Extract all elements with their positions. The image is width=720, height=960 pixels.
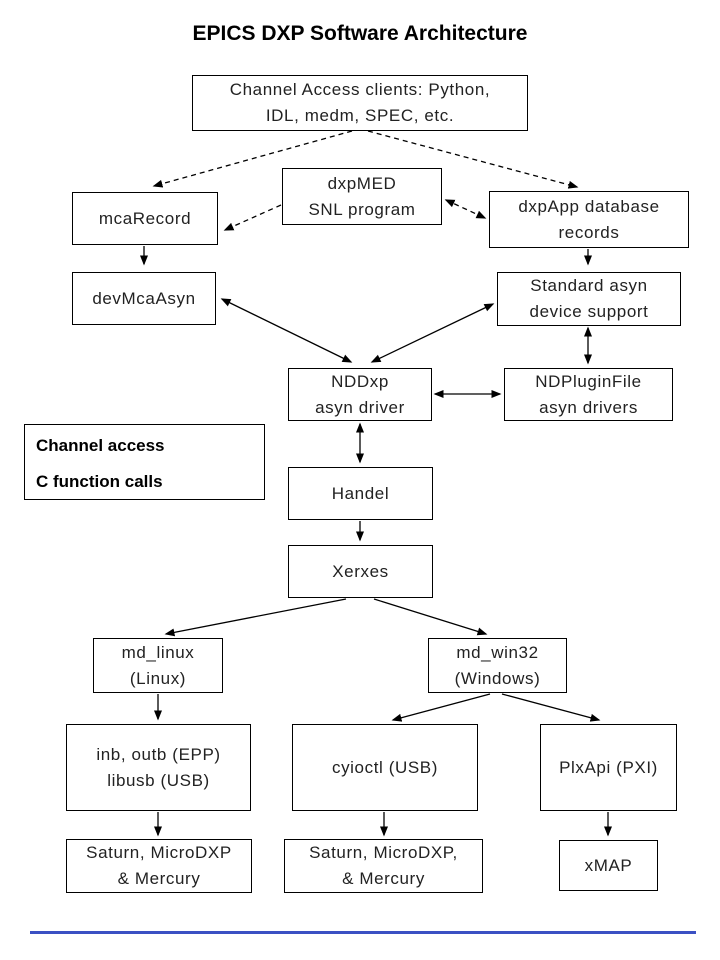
node-label: NDPluginFile (535, 371, 642, 391)
node-label: & Mercury (342, 869, 425, 888)
node-label: inb, outb (EPP) (96, 744, 221, 764)
node-label: mcaRecord (98, 208, 192, 228)
node-label: (Linux) (129, 668, 187, 688)
node-label: cyioctl (USB) (331, 757, 439, 777)
arrow-dxpmed-dxpapp (444, 199, 487, 219)
diagram-title: EPICS DXP Software Architecture (192, 22, 528, 45)
arrow-caclients-to-mcarecord (152, 130, 353, 188)
node-dxpmed: dxpMED SNL program (282, 168, 442, 225)
node-std-asyn: Standard asyn device support (497, 272, 681, 326)
node-saturn-linux: Saturn, MicroDXP & Mercury (66, 839, 252, 893)
arrow-mdwin32-to-plxapi (501, 693, 601, 722)
node-label: (Windows) (454, 668, 541, 688)
node-md-win32: md_win32 (Windows) (428, 638, 567, 693)
node-label: devMcaAsyn (92, 288, 196, 308)
node-devmcaasyn: devMcaAsyn (72, 272, 216, 325)
node-ndpluginfile: NDPluginFile asyn drivers (504, 368, 673, 421)
node-label: Channel Access clients: Python, (229, 80, 491, 99)
node-label: asyn drivers (539, 397, 638, 417)
node-label: NDDxp (331, 371, 389, 391)
node-dxpapp: dxpApp database records (489, 191, 689, 248)
node-handel: Handel (288, 467, 433, 520)
arrow-mdwin32-to-cyioctl (391, 693, 491, 722)
arrow-devmcaasyn-nddxp (220, 298, 353, 363)
node-label: SNL program (308, 199, 416, 219)
node-nddxp: NDDxp asyn driver (288, 368, 432, 421)
legend-channel-access-label: Channel access (36, 436, 165, 455)
node-md-linux: md_linux (Linux) (93, 638, 223, 693)
node-label: md_linux (121, 642, 195, 662)
node-label: PlxApi (PXI) (559, 757, 658, 777)
node-cyioctl: cyioctl (USB) (292, 724, 478, 811)
arrow-caclients-to-dxpapp (367, 130, 579, 189)
node-plxapi: PlxApi (PXI) (540, 724, 677, 811)
node-label: md_win32 (456, 642, 539, 662)
node-ca-clients: Channel Access clients: Python, IDL, med… (192, 75, 528, 131)
arrow-xerxes-to-mdlinux (164, 598, 347, 637)
arrow-dxpmed-to-mcarecord (223, 204, 282, 231)
node-label: dxpApp database (518, 196, 660, 216)
arrow-stdasyn-nddxp (370, 303, 495, 363)
node-xerxes: Xerxes (288, 545, 433, 598)
node-saturn-win: Saturn, MicroDXP, & Mercury (284, 839, 483, 893)
legend-box (24, 424, 265, 500)
node-mca-record: mcaRecord (72, 192, 218, 245)
node-label: libusb (USB) (107, 770, 210, 790)
node-label: asyn driver (315, 397, 405, 417)
node-label: Saturn, MicroDXP (86, 843, 232, 862)
legend-c-function-calls-label: C function calls (36, 472, 163, 491)
node-label: & Mercury (117, 869, 201, 888)
node-xmap: xMAP (559, 840, 658, 891)
node-label: Handel (331, 483, 390, 503)
node-label: Saturn, MicroDXP, (309, 843, 458, 862)
node-label: dxpMED (327, 173, 397, 193)
node-label: records (558, 222, 620, 242)
node-inb-outb: inb, outb (EPP) libusb (USB) (66, 724, 251, 811)
node-label: IDL, medm, SPEC, etc. (265, 106, 455, 125)
node-label: Xerxes (332, 561, 389, 581)
node-label: device support (529, 302, 649, 321)
bottom-rule (30, 931, 696, 934)
node-label: Standard asyn (530, 276, 648, 295)
arrow-xerxes-to-mdwin32 (373, 598, 488, 636)
node-label: xMAP (584, 855, 633, 875)
